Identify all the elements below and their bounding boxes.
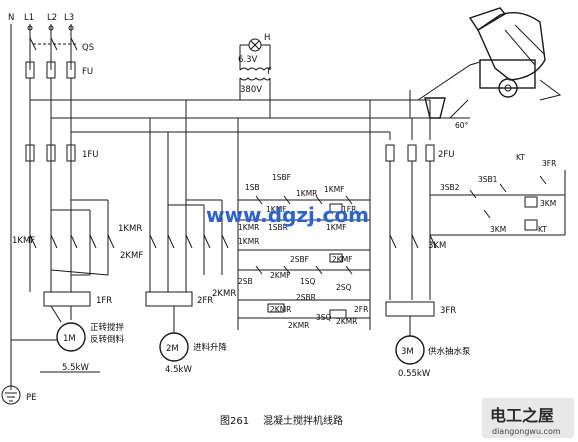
- label-3km: 3KM: [428, 241, 446, 251]
- label-h: H: [264, 33, 270, 43]
- c-1kmf-b: 1KMF: [266, 205, 286, 214]
- logo-cn: 电工之屋: [490, 406, 554, 425]
- label-fu: FU: [82, 67, 93, 77]
- c3-3km-b: 3KM: [490, 225, 506, 234]
- label-l2: L2: [47, 13, 57, 23]
- motor3-desc: 供水抽水泵: [428, 346, 471, 357]
- control-circuit: 1SB 1SBF 1KMR 1KMF 1KMF 1FR 1SBR 1KMR 1K…: [237, 100, 371, 330]
- label-2kmf: 2KMF: [120, 251, 143, 261]
- c-2fr: 2FR: [354, 305, 368, 314]
- label-1kmr: 1KMR: [118, 224, 142, 234]
- fuse-group-1: 1FU: [25, 144, 99, 162]
- motor3-circuit: 3KM 3FR 3M 供水抽水泵 0.55kW: [385, 234, 471, 379]
- label-1kmf: 1KMF: [12, 236, 35, 246]
- watermark: www.dgzj.com: [206, 203, 369, 227]
- label-angle: 60°: [455, 121, 469, 130]
- c-1sb: 1SB: [245, 183, 260, 192]
- c-1kmr: 1KMR: [296, 189, 317, 198]
- motor3-name: 3M: [401, 347, 414, 357]
- label-l3: L3: [64, 13, 74, 23]
- c-1sq: 1SQ: [300, 277, 316, 286]
- c3-3sb2: 3SB2: [440, 183, 460, 192]
- c-1kmf: 1KMF: [324, 185, 344, 194]
- c3-kt-b: KT: [538, 225, 547, 234]
- logo-url: diangongwu.com: [492, 427, 561, 436]
- motor2-power: 4.5kW: [165, 365, 192, 375]
- control3-circuit: KT 3FR 3SB2 3SB1 3KM 3KM KT: [430, 153, 566, 236]
- c-2sq: 2SQ: [336, 283, 352, 292]
- label-2fu: 2FU: [438, 150, 455, 160]
- label-l1: L1: [24, 13, 34, 23]
- label-380v: 380V: [240, 85, 262, 95]
- motor3-power: 0.55kW: [398, 369, 431, 379]
- label-1fr: 1FR: [96, 296, 112, 306]
- motor1-desc1: 正转搅拌: [90, 322, 125, 333]
- c3-3fr: 3FR: [542, 159, 556, 168]
- c-2kmr-c: 2KMR: [336, 317, 357, 326]
- supply-lines: N L1 L2 L3 QS FU: [8, 13, 431, 385]
- motor2-circuit: 2KMR 2FR 2M 进料升降 4.5kW: [145, 100, 236, 375]
- mixer-drawing: 60°: [409, 7, 562, 130]
- label-t: T: [265, 67, 272, 77]
- lamp-circuit: H 6.3V T 380V: [238, 33, 272, 118]
- label-n: N: [8, 13, 14, 23]
- motor1-power: 5.5kW: [62, 363, 89, 373]
- motor2-name: 2M: [166, 344, 179, 354]
- c-1fr: 1FR: [342, 205, 356, 214]
- label-63v: 6.3V: [238, 55, 258, 65]
- label-qs: QS: [82, 43, 94, 53]
- c3-3km: 3KM: [540, 199, 556, 208]
- label-3fr: 3FR: [440, 306, 456, 316]
- motor1-circuit: 1KMF 1KMR 2KMF 1FR 1M 正转搅拌 反转倒料 5.5kW: [11, 161, 143, 373]
- label-2kmr: 2KMR: [212, 289, 236, 299]
- label-2fr: 2FR: [197, 296, 213, 306]
- c-2sb: 2SB: [238, 277, 253, 286]
- site-logo: 电工之屋 diangongwu.com: [482, 398, 574, 438]
- c3-kt: KT: [516, 153, 525, 162]
- c-1kmf-c: 1KMF: [326, 223, 346, 232]
- label-1fu: 1FU: [82, 150, 99, 160]
- motor1-name: 1M: [63, 334, 76, 344]
- motor2-desc: 进料升降: [193, 342, 228, 353]
- c-2sbf: 2SBF: [290, 255, 309, 264]
- c-1kmr-c: 1KMR: [238, 237, 259, 246]
- c-2sbr: 2SBR: [296, 293, 316, 302]
- c3-3sb1: 3SB1: [478, 175, 498, 184]
- c-2kmr-b: 2KMR: [288, 321, 309, 330]
- ground: PE: [1, 385, 37, 405]
- c-1sbr: 1SBR: [268, 223, 288, 232]
- motor1-desc2: 反转倒料: [90, 334, 125, 345]
- label-pe: PE: [26, 393, 37, 403]
- ground-icon: [1, 385, 21, 405]
- c-1sbf: 1SBF: [272, 173, 291, 182]
- c-2kmr: 2KMR: [270, 305, 291, 314]
- motor1-icon: [56, 322, 86, 352]
- caption-fig: 图261: [220, 415, 249, 427]
- c-1kmr-b: 1KMR: [238, 223, 259, 232]
- c-2kmf: 2KMF: [270, 271, 290, 280]
- caption-title: 混凝土搅拌机线路: [263, 414, 343, 427]
- fuse-group-2: 2FU: [385, 144, 455, 300]
